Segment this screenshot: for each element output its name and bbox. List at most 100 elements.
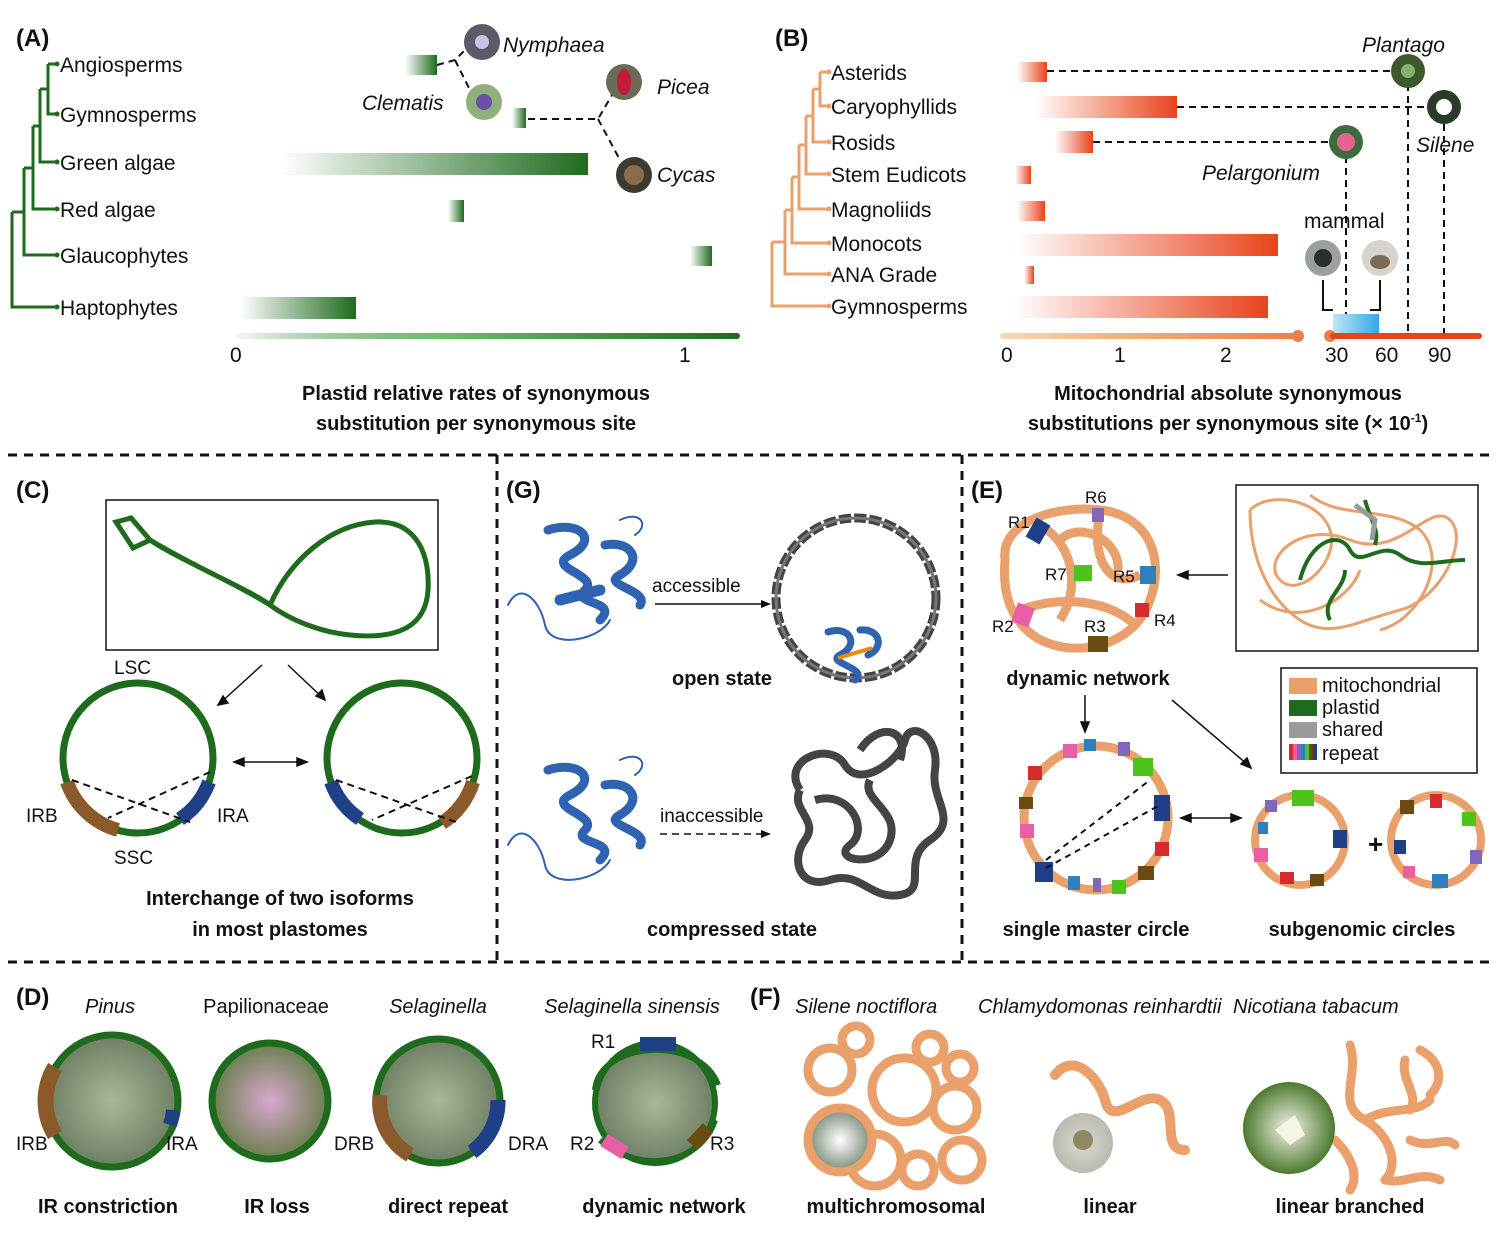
panel-g-label: (G) (506, 477, 541, 504)
taxon-selaginella: Selaginella (389, 996, 487, 1018)
protein-open (507, 515, 646, 641)
panel-d-label: (D) (16, 984, 49, 1011)
assembly-graph (1248, 493, 1466, 632)
caption-ir-loss: IR loss (244, 1196, 310, 1218)
repeat-r7: R7 (1045, 565, 1067, 584)
plastome-network-box (105, 499, 439, 651)
axis-b-tick-30: 30 (1325, 344, 1348, 367)
taxon-pinus: Pinus (85, 996, 135, 1018)
panel-b: (B) Asterids Caryophyllids Rosids Stem E… (770, 25, 1482, 435)
caption-direct-repeat: direct repeat (388, 1196, 508, 1218)
axis-b-title-line1: Mitochondrial absolute synonymous (1054, 383, 1402, 405)
panel-c: (C) LSC IRB IRA SSC Interchange of two i… (16, 477, 481, 941)
pinus-ira (163, 1109, 180, 1128)
genus-plantago: Plantago (1362, 34, 1445, 57)
axis-a-title-line1: Plastid relative rates of synonymous (302, 383, 650, 405)
dna-compressed (791, 727, 948, 900)
mito-bar-asterids (1017, 62, 1047, 82)
taxon-gymnosperms-b: Gymnosperms (831, 296, 968, 319)
selaginella-drb (372, 1094, 415, 1162)
panel-b-axis-right (1330, 333, 1482, 339)
caption-linear-branched: linear branched (1276, 1196, 1425, 1218)
caption-dynamic-network: dynamic network (582, 1196, 746, 1218)
panel-b-links (1047, 70, 1445, 336)
taxon-monocots: Monocots (831, 233, 922, 256)
rate-bar-green-algae (280, 153, 588, 175)
label-ssc: SSC (114, 848, 153, 869)
label-d-r2: R2 (570, 1134, 594, 1155)
axis-a-title-line2: substitution per synonymous site (316, 413, 636, 435)
isoform-2-circle (323, 679, 481, 837)
mammal-label: mammal (1304, 210, 1385, 233)
isoform-1-irb (60, 779, 121, 837)
label-d-r3: R3 (710, 1134, 734, 1155)
panel-a-tree (10, 61, 60, 310)
rate-bar-haptophytes (240, 297, 356, 319)
label-inaccessible: inaccessible (660, 806, 764, 827)
linear-genome (1050, 1060, 1190, 1155)
taxon-caryophyllids: Caryophyllids (831, 96, 957, 119)
legend-swatch-plastid (1289, 700, 1317, 716)
isoform-2-irb (437, 779, 480, 829)
label-dynamic-network: dynamic network (1006, 668, 1170, 690)
taxon-silene-noctiflora: Silene noctiflora (795, 996, 937, 1018)
axis-b-tick-60: 60 (1375, 344, 1398, 367)
panel-b-axis-left (1000, 333, 1298, 339)
label-d-ira: IRA (166, 1134, 198, 1155)
assembly-graph-box (1235, 484, 1479, 652)
label-compressed-state: compressed state (647, 919, 817, 941)
taxon-gymnosperms: Gymnosperms (60, 104, 197, 127)
label-d-drb: DRB (334, 1134, 374, 1155)
legend-label-shared: shared (1322, 719, 1383, 741)
rate-bar-gymnosperms (512, 108, 526, 128)
panel-dividers (8, 453, 1493, 964)
taxon-ana-grade: ANA Grade (831, 264, 937, 287)
selaginella-dra (467, 1099, 506, 1159)
mito-bar-magnoliids (1017, 201, 1045, 221)
repeat-d-r2 (600, 1134, 629, 1159)
axis-b-tick-1: 1 (1114, 344, 1126, 367)
taxon-nicotiana: Nicotiana tabacum (1233, 996, 1399, 1018)
panel-c-label: (C) (16, 477, 49, 504)
repeat-r3: R3 (1084, 617, 1106, 636)
mito-bar-caryophyllids (1035, 96, 1177, 118)
mito-bar-stem-eudicots (1015, 166, 1031, 184)
master-circle-repeats (1019, 739, 1170, 894)
taxon-papilionaceae: Papilionaceae (203, 996, 329, 1018)
mito-bar-rosids (1055, 131, 1093, 153)
label-d-r1: R1 (591, 1032, 615, 1053)
papilionaceae-plastome (208, 1039, 332, 1163)
mito-repeats (1011, 508, 1156, 652)
genus-cycas: Cycas (657, 164, 716, 187)
mammal-rate-bar (1333, 314, 1379, 336)
rate-bar-red-algae (448, 200, 464, 222)
label-d-dra: DRA (508, 1134, 548, 1155)
taxon-stem-eudicots: Stem Eudicots (831, 164, 966, 187)
label-subgenomic-circles: subgenomic circles (1269, 919, 1456, 941)
panel-a: (A) Angiosperms Gymnosperms Green algae … (10, 24, 740, 435)
label-open-state: open state (672, 668, 772, 690)
legend-swatch-repeat (1289, 744, 1317, 760)
caption-linear: linear (1083, 1196, 1137, 1218)
taxon-angiosperms: Angiosperms (60, 54, 183, 77)
isoform-2-ira (324, 779, 365, 825)
panel-d: (D) Pinus Papilionaceae Selaginella Sela… (16, 984, 747, 1218)
label-ira: IRA (217, 806, 249, 827)
panel-f-label: (F) (750, 984, 781, 1011)
panel-b-tree (770, 69, 832, 309)
genus-nymphaea: Nymphaea (503, 34, 605, 57)
mito-bar-monocots (1015, 234, 1278, 256)
legend-label-mitochondrial: mitochondrial (1322, 675, 1441, 697)
taxon-magnoliids: Magnoliids (831, 199, 931, 222)
axis-b-tick-0: 0 (1001, 344, 1013, 367)
genus-pelargonium: Pelargonium (1202, 162, 1320, 185)
rate-bar-glaucophytes (690, 246, 712, 266)
axis-b-title-line2: substitutions per synonymous site (× 10-… (1028, 411, 1428, 435)
taxon-asterids: Asterids (831, 62, 907, 85)
silene-photo-circle (803, 1103, 877, 1177)
taxon-chlamydomonas: Chlamydomonas reinhardtii (978, 996, 1222, 1018)
legend-swatch-mitochondrial (1289, 678, 1317, 694)
mito-bar-ana-grade (1024, 266, 1034, 284)
taxon-glaucophytes: Glaucophytes (60, 245, 188, 268)
protein-compressed (507, 755, 646, 881)
